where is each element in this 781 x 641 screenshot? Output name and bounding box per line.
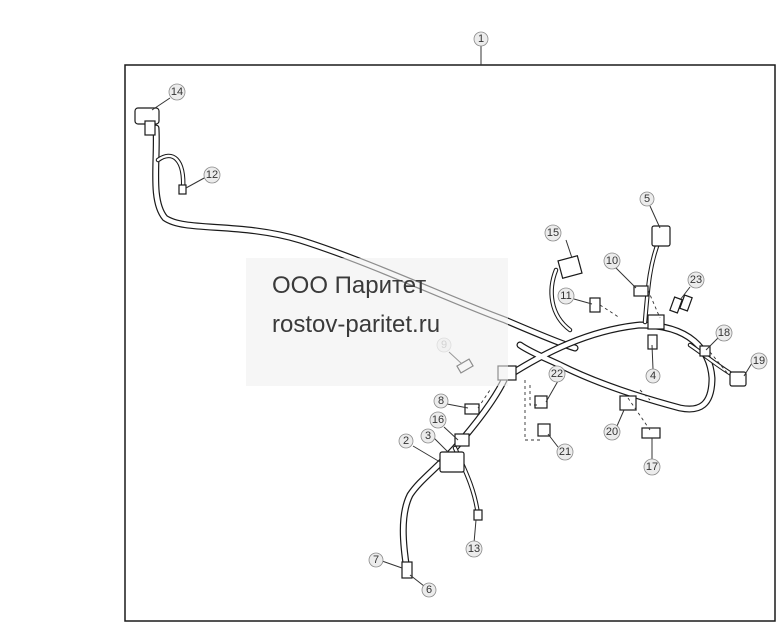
svg-text:4: 4 — [650, 370, 656, 382]
callout-5: 5 — [639, 191, 655, 207]
svg-text:8: 8 — [438, 395, 444, 407]
callout-11: 11 — [557, 287, 575, 305]
svg-text:21: 21 — [559, 446, 571, 458]
callout-13: 13 — [465, 540, 483, 558]
svg-text:2: 2 — [403, 435, 409, 447]
svg-text:10: 10 — [606, 255, 618, 267]
svg-text:3: 3 — [425, 430, 431, 442]
callout-7: 7 — [368, 552, 384, 568]
callout-23: 23 — [687, 271, 705, 289]
callout-14: 14 — [168, 83, 186, 101]
callout-1: 1 — [473, 31, 489, 47]
svg-text:19: 19 — [753, 355, 765, 367]
svg-text:13: 13 — [468, 543, 480, 555]
callout-3: 3 — [420, 428, 436, 444]
svg-text:6: 6 — [426, 584, 432, 596]
callout-4: 4 — [645, 368, 661, 384]
callout-12: 12 — [203, 166, 221, 184]
watermark-website: rostov-paritet.ru — [272, 311, 441, 338]
callout-2: 2 — [398, 433, 414, 449]
callout-16: 16 — [429, 411, 447, 429]
svg-text:16: 16 — [432, 414, 444, 426]
callout-22: 22 — [548, 365, 566, 383]
watermark-company-name: ООО Паритет — [272, 272, 427, 299]
callout-21: 21 — [556, 443, 574, 461]
svg-text:7: 7 — [373, 554, 379, 566]
callout-8: 8 — [433, 393, 449, 409]
callout-20: 20 — [603, 423, 621, 441]
svg-text:14: 14 — [171, 86, 183, 98]
svg-text:1: 1 — [478, 33, 484, 45]
svg-text:5: 5 — [644, 193, 650, 205]
svg-text:17: 17 — [646, 461, 658, 473]
callout-6: 6 — [421, 582, 437, 598]
reference-lines — [477, 289, 729, 441]
callout-10: 10 — [603, 252, 621, 270]
callout-19: 19 — [750, 352, 768, 370]
callout-18: 18 — [715, 324, 733, 342]
svg-text:18: 18 — [718, 327, 730, 339]
svg-text:15: 15 — [547, 227, 559, 239]
svg-text:12: 12 — [206, 169, 218, 181]
diagram-frame — [124, 64, 776, 622]
callout-17: 17 — [643, 458, 661, 476]
svg-text:23: 23 — [690, 274, 702, 286]
callout-15: 15 — [544, 224, 562, 242]
svg-text:22: 22 — [551, 368, 563, 380]
watermark-background — [246, 258, 508, 386]
svg-text:20: 20 — [606, 426, 618, 438]
leader-lines — [151, 97, 753, 587]
svg-text:11: 11 — [560, 290, 571, 302]
